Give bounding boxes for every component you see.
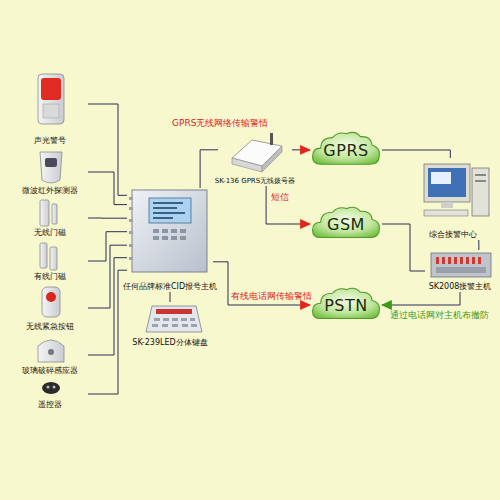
gprs-dialer: SK-136 GPRS无线拨号器 xyxy=(218,132,292,186)
connector-line xyxy=(382,292,460,305)
connector-line xyxy=(88,258,127,355)
device-caption: 有线门磁 xyxy=(0,272,100,282)
edge-label: 有线电话网传输警情 xyxy=(231,291,312,302)
network-name: GPRS xyxy=(323,141,368,160)
network-cloud: GPRS xyxy=(310,130,382,170)
edge-label: 短信 xyxy=(271,192,289,203)
glass-break-device: 玻璃破碎感应器 xyxy=(12,334,88,376)
network-name: PSTN xyxy=(324,296,368,315)
glass-break-icon xyxy=(38,340,64,362)
remote-device: 遥控器 xyxy=(12,378,88,410)
connector-line xyxy=(88,232,127,261)
edge-label: GPRS无线网络传输警情 xyxy=(172,118,268,129)
alarm-host: 任何品牌标准CID报号主机 xyxy=(127,188,213,292)
device-caption: 任何品牌标准CID报号主机 xyxy=(115,282,225,292)
device-caption: 玻璃破碎感应器 xyxy=(0,366,100,376)
connector-line xyxy=(88,218,127,219)
door-contact-icon xyxy=(40,243,57,270)
alarm-host-icon xyxy=(129,190,207,272)
device-caption: 微波红外探测器 xyxy=(0,186,100,196)
siren-device: 声光警号 xyxy=(12,62,88,146)
receiver-icon xyxy=(431,253,491,277)
gprs-dialer-icon xyxy=(232,133,282,172)
network-cloud: PSTN xyxy=(310,286,382,324)
connector-line xyxy=(88,245,127,308)
detector-icon xyxy=(40,152,62,183)
connector-line xyxy=(382,150,450,158)
connector-line xyxy=(88,172,127,205)
connector-line xyxy=(292,149,310,150)
alarm-receiver: SK2008接警主机 xyxy=(425,250,495,292)
siren-icon xyxy=(38,74,64,124)
device-caption: SK-239LED分体键盘 xyxy=(121,338,219,348)
panic-button-icon xyxy=(42,287,60,317)
door-contact-icon xyxy=(40,200,57,226)
edge-label: 通过电话网对主机布撤防 xyxy=(390,310,489,321)
device-caption: 无线紧急按钮 xyxy=(0,322,100,332)
connector-line xyxy=(88,270,127,394)
remote-icon xyxy=(42,382,60,394)
detector-device: 微波红外探测器 xyxy=(12,148,88,196)
door-contact-device: 有线门磁 xyxy=(12,240,88,282)
device-caption: 声光警号 xyxy=(0,136,100,146)
device-caption: 综合接警中心 xyxy=(403,230,500,240)
device-caption: SK-136 GPRS无线拨号器 xyxy=(206,176,304,186)
network-name: GSM xyxy=(327,215,365,234)
connector-line xyxy=(266,186,310,224)
connector-line xyxy=(88,104,127,195)
computer-icon xyxy=(424,164,489,216)
keypad-device: SK-239LED分体键盘 xyxy=(133,302,207,348)
device-caption: 遥控器 xyxy=(0,400,100,410)
keypad-icon xyxy=(146,306,202,332)
connector-line xyxy=(478,240,479,250)
device-caption: SK2008接警主机 xyxy=(413,282,500,292)
device-caption: 无线门磁 xyxy=(0,228,100,238)
connector-line xyxy=(170,292,171,302)
door-contact-device: 无线门磁 xyxy=(12,198,88,238)
connector-line xyxy=(382,224,425,271)
alarm-center-computer: 综合接警中心 xyxy=(415,158,490,240)
network-cloud: GSM xyxy=(310,205,382,243)
panic-button-device: 无线紧急按钮 xyxy=(12,284,88,332)
